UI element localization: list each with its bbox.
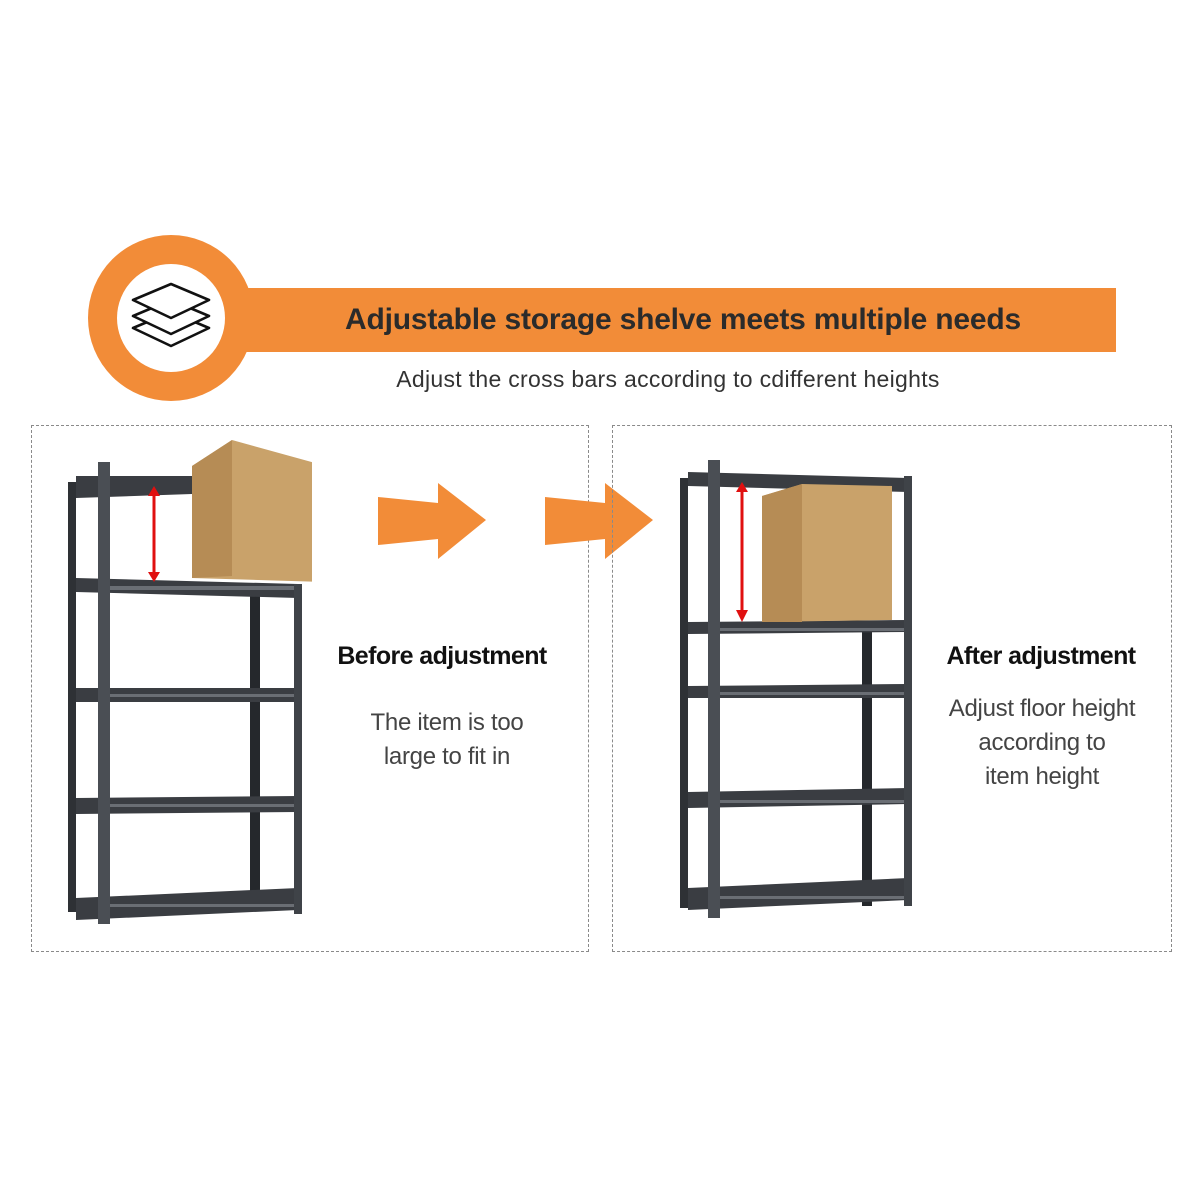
layers-icon (123, 276, 219, 361)
page-subtitle: Adjust the cross bars according to cdiff… (396, 366, 940, 392)
shelf-with-box-too-tall-icon (68, 440, 312, 924)
after-description: Adjust floor height according to item he… (948, 695, 1136, 790)
before-heading: Before adjustment (337, 642, 547, 670)
header-banner (240, 288, 1116, 352)
right-arrow-icon (378, 483, 486, 559)
page-title: Adjustable storage shelve meets multiple… (344, 303, 1022, 336)
after-panel (612, 425, 1172, 952)
shelf-with-box-fitted-icon (680, 460, 912, 918)
after-heading: After adjustment (946, 642, 1136, 670)
header-badge-inner (117, 264, 225, 372)
before-description: The item is too large to fit in (370, 709, 524, 770)
before-panel (31, 425, 589, 952)
right-arrow-icon (545, 483, 653, 559)
